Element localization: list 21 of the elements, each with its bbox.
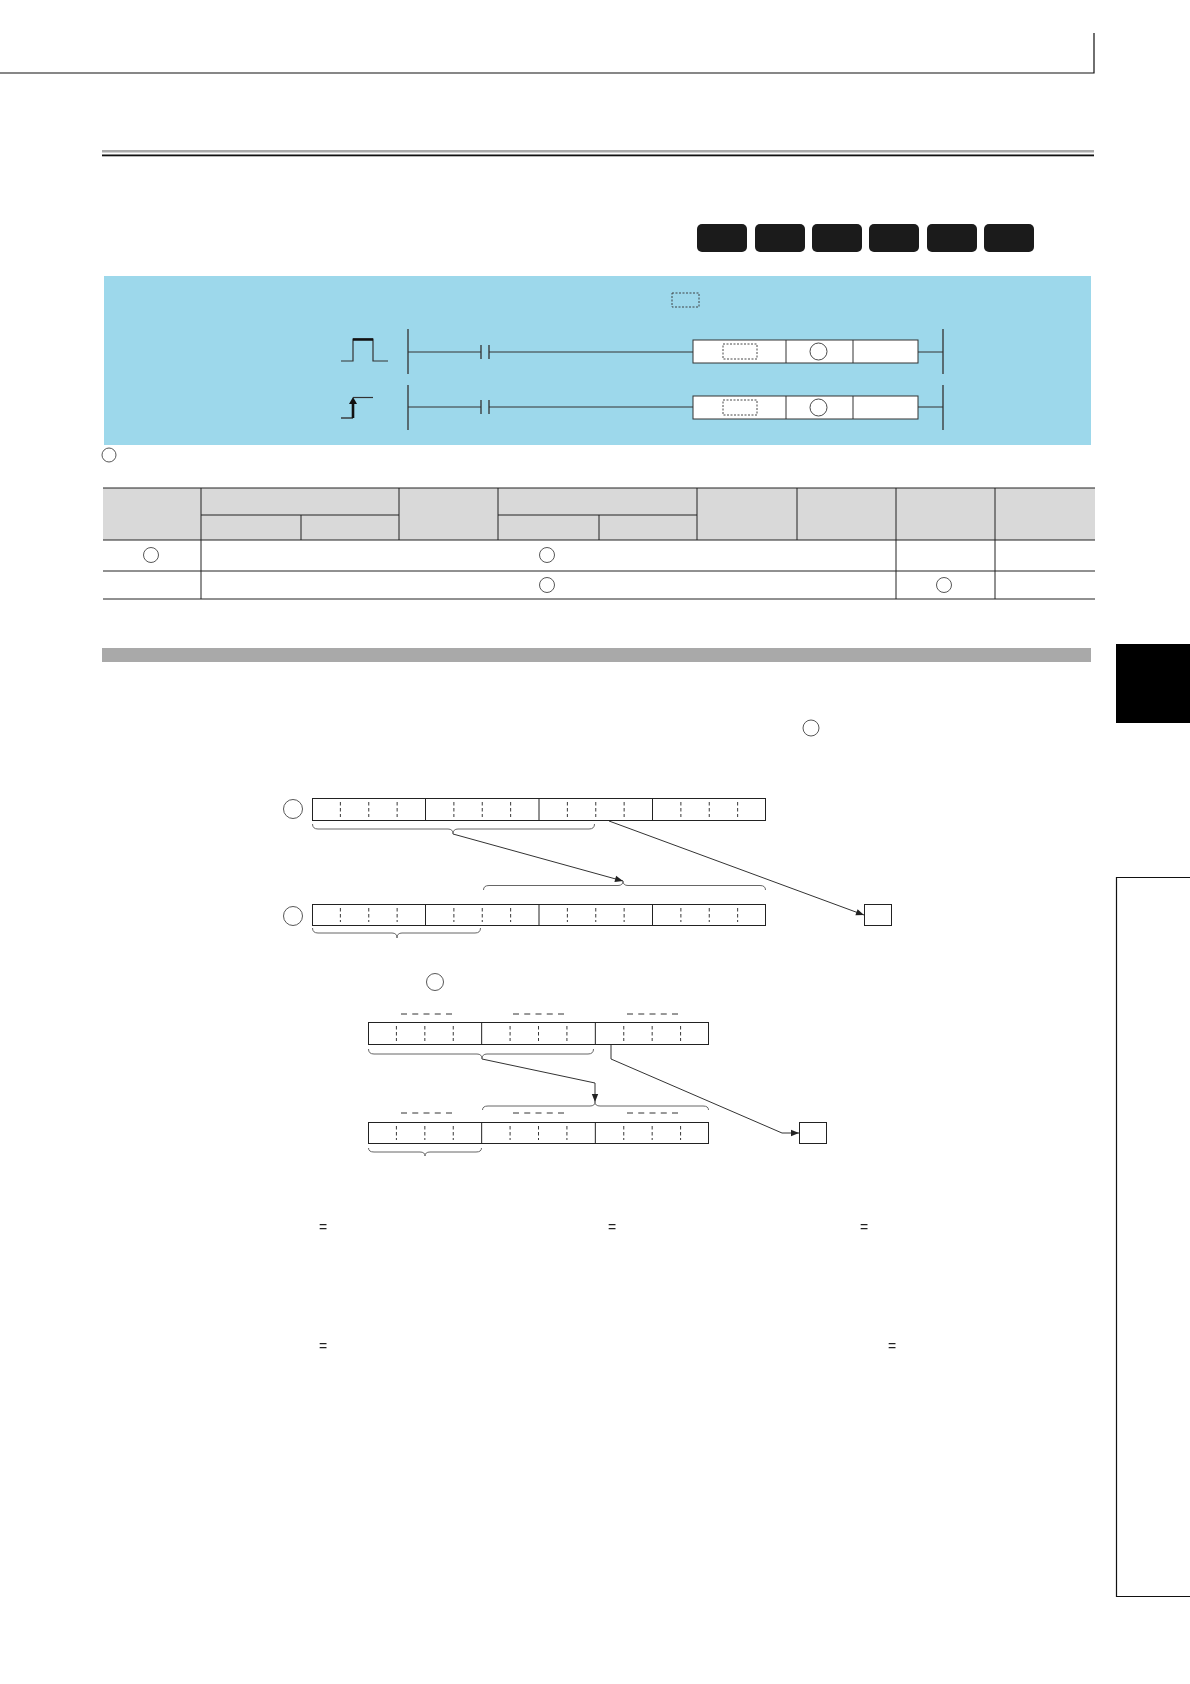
arrow [481, 1058, 599, 1103]
arrow [452, 833, 624, 882]
bit-register [368, 1021, 709, 1046]
arrow [610, 1044, 800, 1137]
square-box [799, 1122, 827, 1144]
equals-sign: = [318, 1338, 328, 1354]
curly-brace [312, 823, 595, 835]
equals-sign: = [859, 1219, 869, 1235]
side-tab [1116, 644, 1190, 723]
bit-register [312, 903, 766, 927]
curly-brace [483, 880, 766, 891]
bit-register [312, 797, 766, 822]
equals-sign: = [318, 1219, 328, 1235]
bit-register [368, 1121, 709, 1145]
curly-brace [368, 1048, 594, 1060]
section-bar [102, 648, 1091, 662]
square-box [864, 904, 892, 926]
equals-sign: = [607, 1219, 617, 1235]
arrow [608, 820, 865, 916]
curly-brace [482, 1101, 709, 1111]
equals-sign: = [887, 1338, 897, 1354]
